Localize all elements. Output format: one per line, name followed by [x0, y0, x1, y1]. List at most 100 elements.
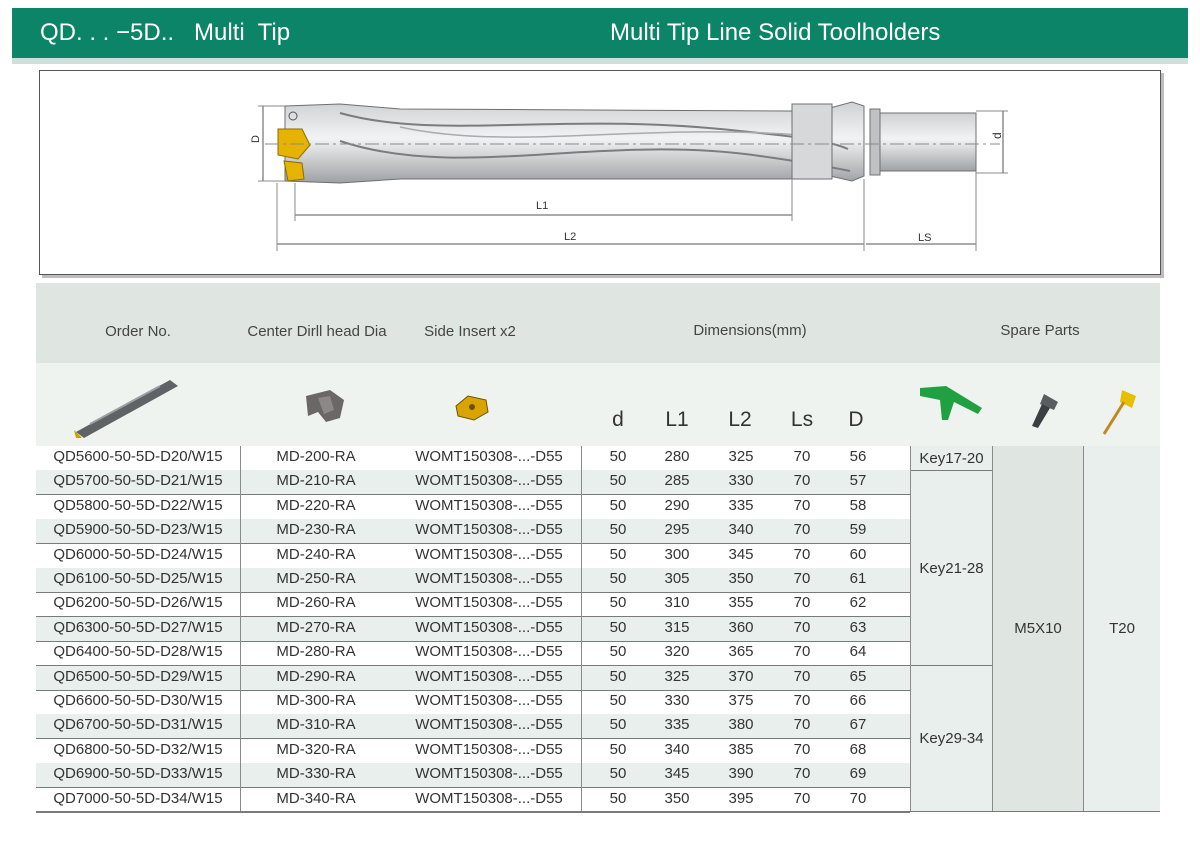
dim-D-cell: 69 [849, 765, 867, 783]
spare-key-2: Key21-28 [919, 559, 984, 577]
dim-Ls-cell: 70 [793, 789, 811, 807]
spare-wrench: T20 [1109, 620, 1135, 637]
dim-L1-cell: 325 [664, 667, 690, 685]
dim-L1-cell: 335 [664, 716, 690, 734]
center-head-cell: MD-260-RA [276, 594, 356, 612]
dim-D-cell: 61 [849, 570, 867, 587]
order-no-cell: QD6300-50-5D-D27/W15 [53, 618, 223, 636]
dim-L2-cell: 370 [728, 667, 754, 685]
center-head-cell: MD-210-RA [276, 472, 356, 490]
center-head-cell: MD-340-RA [276, 789, 356, 807]
dim-d-cell: 50 [609, 692, 627, 709]
dim-L2-cell: 345 [728, 545, 754, 563]
order-no-cell: QD6200-50-5D-D26/W15 [53, 594, 223, 612]
dim-L1-cell: 310 [664, 594, 690, 612]
dim-d-label: d [990, 132, 1004, 139]
dim-Ls-cell: 70 [793, 448, 811, 465]
center-head-cell: MD-220-RA [276, 496, 356, 514]
dim-d-cell: 50 [609, 448, 627, 465]
dim-d-cell: 50 [609, 570, 627, 587]
dim-col-D: D [848, 408, 864, 431]
order-no-cell: QD6500-50-5D-D29/W15 [53, 667, 223, 685]
dim-L1-cell: 350 [664, 789, 690, 807]
center-head-cell: MD-250-RA [276, 570, 356, 587]
dim-d-cell: 50 [609, 740, 627, 758]
order-no-cell: QD7000-50-5D-D34/W15 [53, 789, 223, 807]
dim-L2-cell: 330 [728, 472, 754, 490]
dim-Ls-cell: 70 [793, 618, 811, 636]
dim-D-label: D [250, 135, 262, 143]
header-spare-parts: Spare Parts [1000, 322, 1080, 339]
order-no-cell: QD6100-50-5D-D25/W15 [53, 570, 223, 587]
dim-D-cell: 65 [849, 667, 867, 685]
header-side-insert: Side Insert x2 [424, 323, 516, 340]
spare-key-cell: Key21-28 [911, 471, 992, 666]
tool-drawing: D d L1 L2 LS [39, 70, 1161, 275]
dim-L1-cell: 305 [664, 570, 690, 587]
table-icon-row [36, 363, 1160, 446]
order-no-cell: QD5800-50-5D-D22/W15 [53, 496, 223, 514]
dim-Ls-cell: 70 [793, 692, 811, 709]
dim-L2-cell: 335 [728, 496, 754, 514]
dim-L1-cell: 300 [664, 545, 690, 563]
dim-L1-cell: 320 [664, 643, 690, 661]
insert-icon [455, 395, 489, 421]
col-separator [581, 446, 582, 811]
dim-d-cell: 50 [609, 667, 627, 685]
dim-D-cell: 60 [849, 545, 867, 563]
side-insert-cell: WOMT150308-...-D55 [415, 472, 563, 490]
dim-d-cell: 50 [609, 765, 627, 783]
dim-L1-cell: 290 [664, 496, 690, 514]
dim-Ls-cell: 70 [793, 765, 811, 783]
side-insert-cell: WOMT150308-...-D55 [415, 521, 563, 539]
table-row: QD6300-50-5D-D27/W15 MD-270-RA WOMT150308-… [36, 616, 910, 642]
order-no-cell: QD5700-50-5D-D21/W15 [53, 472, 223, 490]
order-no-cell: QD6800-50-5D-D32/W15 [53, 740, 223, 758]
table-row: QD7000-50-5D-D34/W15 MD-340-RA WOMT150308-… [36, 788, 910, 813]
side-insert-cell: WOMT150308-...-D55 [415, 716, 563, 734]
center-head-cell: MD-240-RA [276, 545, 356, 563]
dim-L2-label: L2 [564, 231, 576, 243]
dim-L1-cell: 285 [664, 472, 690, 490]
dim-L2-cell: 390 [728, 765, 754, 783]
dim-D-cell: 62 [849, 594, 867, 612]
spare-wrench-cell: T20 [1084, 446, 1160, 811]
dim-L1-cell: 295 [664, 521, 690, 539]
dim-L2-cell: 360 [728, 618, 754, 636]
dim-L1-cell: 280 [664, 448, 690, 465]
dim-Ls-cell: 70 [793, 594, 811, 612]
dim-col-L2: L2 [728, 408, 752, 431]
order-no-cell: QD6400-50-5D-D28/W15 [53, 643, 223, 661]
side-insert-cell: WOMT150308-...-D55 [415, 618, 563, 636]
center-head-cell: MD-320-RA [276, 740, 356, 758]
dim-col-d: d [612, 408, 624, 431]
series-title: QD. . . −5D.. Multi Tip [40, 19, 291, 46]
dim-d-cell: 50 [609, 594, 627, 612]
dim-Ls-cell: 70 [793, 570, 811, 587]
center-head-cell: MD-330-RA [276, 765, 356, 783]
dim-L1-cell: 345 [664, 765, 690, 783]
dim-L2-cell: 350 [728, 570, 754, 587]
order-no-cell: QD6600-50-5D-D30/W15 [53, 692, 223, 709]
dim-LS-label: LS [918, 232, 931, 244]
dim-L2-cell: 395 [728, 789, 754, 807]
dim-Ls-cell: 70 [793, 521, 811, 539]
dim-d-cell: 50 [609, 545, 627, 563]
center-head-cell: MD-270-RA [276, 618, 356, 636]
drill-schematic-icon: D d L1 L2 LS [250, 101, 1008, 251]
drill-body-icon [74, 380, 178, 438]
spare-key-cell: Key29-34 [911, 666, 992, 811]
table-bottom-border [36, 811, 1160, 812]
dim-D-cell: 70 [849, 789, 867, 807]
col-separator [992, 446, 993, 811]
order-no-cell: QD6900-50-5D-D33/W15 [53, 765, 223, 783]
col-separator [910, 446, 911, 811]
side-insert-cell: WOMT150308-...-D55 [415, 789, 563, 807]
product-line-title: Multi Tip Line Solid Toolholders [610, 19, 941, 46]
dim-Ls-cell: 70 [793, 472, 811, 490]
